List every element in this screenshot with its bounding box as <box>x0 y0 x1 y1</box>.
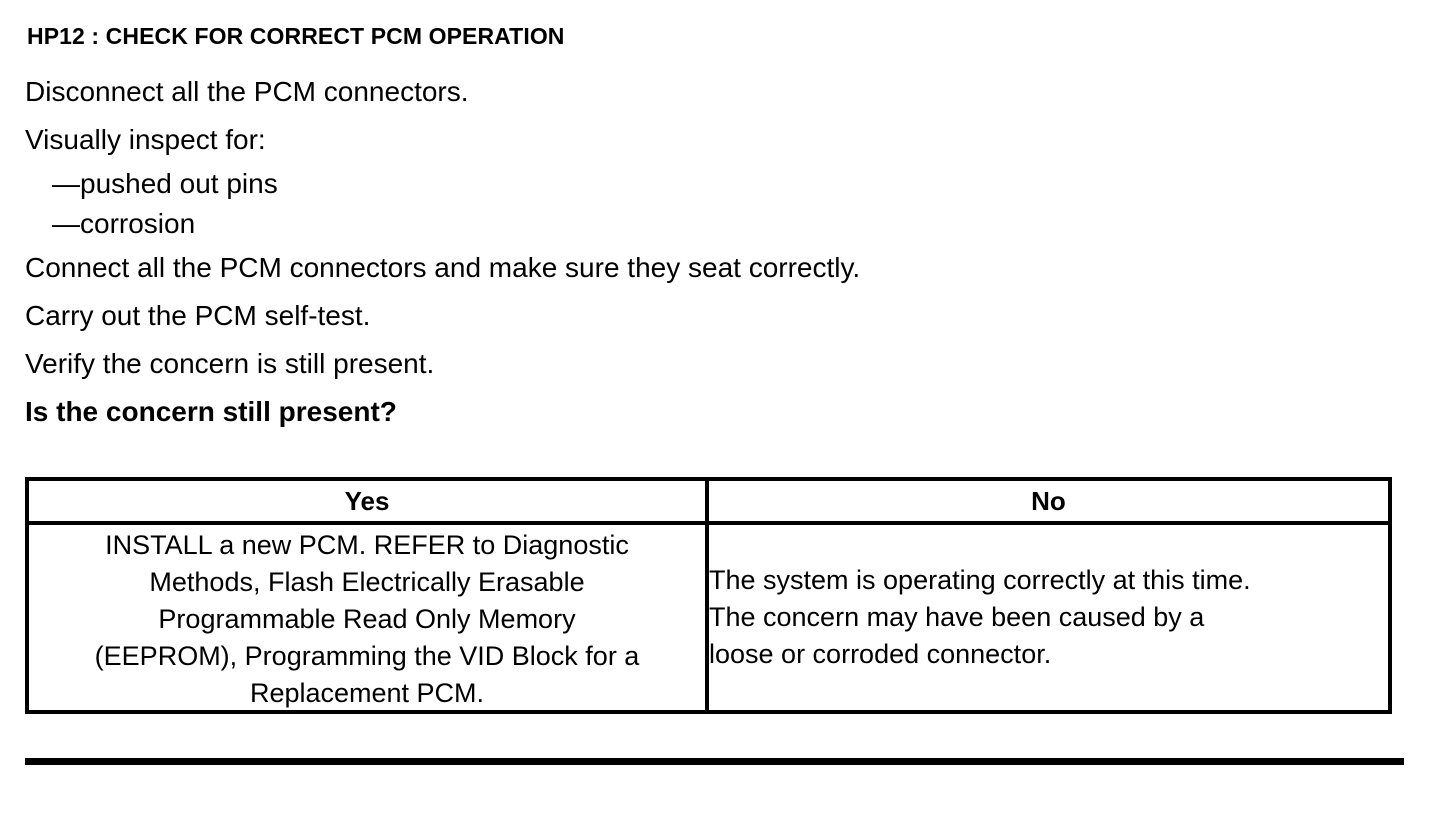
inspection-item: —corrosion <box>52 208 196 239</box>
table-row: INSTALL a new PCM. REFER to Diagnostic M… <box>29 525 1388 710</box>
table-header-cell-yes: Yes <box>29 481 709 521</box>
column-header-no-label: No <box>1031 485 1066 516</box>
table-header-cell-no: No <box>709 481 1388 521</box>
decision-table: Yes No INSTALL a new PCM. REFER to Diagn… <box>25 477 1392 714</box>
no-action-line: The system is operating correctly at thi… <box>709 565 1251 595</box>
yes-action-line: INSTALL a new PCM. REFER to Diagnostic <box>105 530 629 560</box>
instruction-line: Disconnect all the PCM connectors. <box>25 76 469 107</box>
yes-action-line: Replacement PCM. <box>249 678 485 708</box>
inspection-item: —pushed out pins <box>52 168 278 199</box>
decision-question: Is the concern still present? <box>25 396 397 427</box>
yes-action-line: Methods, Flash Electrically Erasable <box>149 567 585 597</box>
instruction-list: Disconnect all the PCM connectors. Visua… <box>25 68 1405 436</box>
table-header-row: Yes No <box>29 481 1388 525</box>
no-action-text: The system is operating correctly at thi… <box>709 525 1388 710</box>
yes-action-line: Programmable Read Only Memory <box>158 604 576 634</box>
no-action-line: loose or corroded connector. <box>709 639 1052 669</box>
yes-action-line: (EEPROM), Programming the VID Block for … <box>94 641 640 671</box>
instruction-line: Connect all the PCM connectors and make … <box>25 252 861 283</box>
page-title: HP12 : CHECK FOR CORRECT PCM OPERATION <box>27 23 565 49</box>
inspection-item-list: —pushed out pins —corrosion <box>25 164 1405 244</box>
instruction-line: Carry out the PCM self-test. <box>25 300 371 331</box>
table-cell-yes-action: INSTALL a new PCM. REFER to Diagnostic M… <box>29 525 709 710</box>
no-action-line: The concern may have been caused by a <box>709 602 1205 632</box>
yes-action-text: INSTALL a new PCM. REFER to Diagnostic M… <box>29 525 705 712</box>
instruction-line: Verify the concern is still present. <box>25 348 435 379</box>
table-cell-no-action: The system is operating correctly at thi… <box>709 525 1388 710</box>
column-header-yes-label: Yes <box>344 485 390 516</box>
footer-divider-rule <box>25 758 1404 765</box>
instruction-line: Visually inspect for: <box>25 124 266 155</box>
